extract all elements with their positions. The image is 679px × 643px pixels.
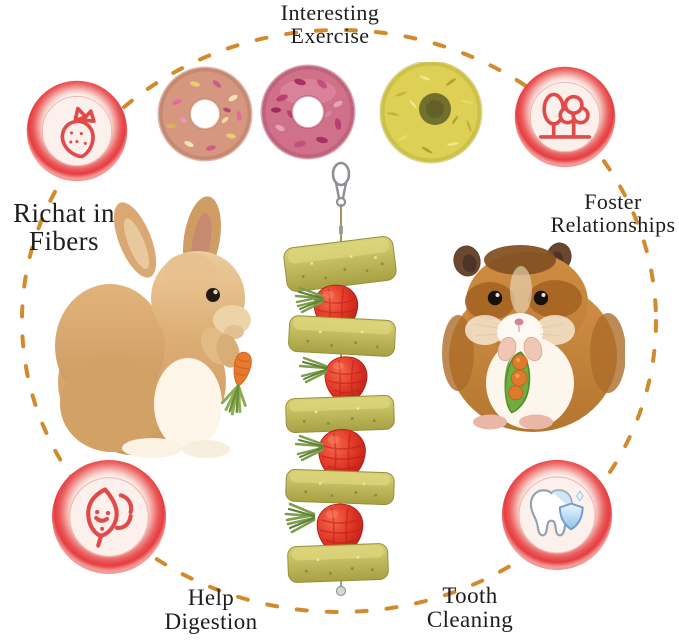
grass-cake bbox=[285, 468, 395, 506]
label-line: Relationships bbox=[550, 212, 676, 238]
hamster-whisker-pad-left bbox=[465, 315, 505, 345]
label-line: Help bbox=[187, 585, 235, 610]
label-line: Cleaning bbox=[426, 607, 514, 633]
rabbit-haunch bbox=[60, 356, 164, 452]
hamster-face-stripe bbox=[510, 266, 532, 314]
bottom-bead bbox=[335, 581, 347, 597]
raffia-tassel bbox=[284, 502, 316, 534]
rabbit-with-carrot-chew bbox=[55, 196, 252, 458]
grass-cake bbox=[288, 315, 396, 357]
rabbit-forehead bbox=[164, 253, 216, 289]
raffia-tassel bbox=[298, 356, 328, 384]
strawberry-icon bbox=[60, 106, 96, 159]
label-line: Richat in bbox=[13, 198, 115, 228]
hamster-whiskers bbox=[473, 323, 565, 337]
hamster-cheek-patch-right bbox=[528, 280, 582, 318]
label-line: Digestion bbox=[164, 609, 258, 635]
carrot-tassel bbox=[220, 384, 247, 416]
feature-badge-fibers bbox=[26, 80, 128, 182]
label-line: Fibers bbox=[29, 226, 99, 257]
feature-label-tooth-cleaning: Tooth Cleaning bbox=[405, 583, 535, 633]
hamster-feet bbox=[473, 414, 553, 430]
hanging-hook bbox=[331, 161, 351, 234]
hamster-nose bbox=[514, 318, 524, 326]
label-line: Foster bbox=[584, 189, 642, 214]
rose-flecks bbox=[271, 78, 343, 148]
trees-icon bbox=[538, 92, 592, 139]
hamster-eyes bbox=[487, 290, 549, 306]
feature-label-rich-in-fibers: Richat in Fibers bbox=[0, 199, 130, 256]
grass-cake bbox=[287, 543, 389, 583]
label-line: Interesting bbox=[280, 0, 380, 25]
donut-treat-rose bbox=[260, 64, 356, 160]
label-line: Tooth bbox=[442, 583, 498, 608]
hamster-crown-patch bbox=[484, 245, 556, 275]
leaf-smile-icon bbox=[86, 487, 134, 548]
label-line: Exercise bbox=[290, 23, 370, 49]
grass-cake bbox=[285, 394, 395, 434]
feature-label-foster-relationships: Foster Relationships bbox=[547, 190, 679, 236]
rabbit-feet bbox=[122, 438, 230, 458]
rabbit-eye bbox=[206, 288, 220, 302]
strawberry-chew bbox=[324, 356, 368, 406]
rabbit-paws bbox=[200, 327, 240, 368]
hamster-side-fur-right bbox=[590, 313, 625, 393]
donut-treat-grass bbox=[379, 62, 483, 164]
hamster-with-pea-pod-treat bbox=[442, 242, 625, 432]
feature-label-interesting-exercise: Interesting Exercise bbox=[250, 1, 410, 47]
hamster-paws bbox=[497, 336, 543, 362]
rabbit-belly bbox=[154, 358, 222, 450]
feature-badge-digestion bbox=[51, 459, 167, 575]
rabbit-eye-glint bbox=[213, 289, 218, 295]
hay-flecks bbox=[387, 75, 473, 154]
feature-badge-relationships bbox=[514, 66, 616, 168]
feature-badge-tooth-cleaning bbox=[501, 459, 613, 571]
raffia-tassel bbox=[294, 286, 324, 314]
feature-label-help-digestion: Help Digestion bbox=[146, 585, 276, 635]
hanging-chew-toy bbox=[283, 161, 397, 597]
donut-treat-floral bbox=[157, 66, 253, 162]
pea-pod-balls bbox=[508, 354, 528, 401]
carrot-chew-toy bbox=[220, 351, 252, 416]
petal-flecks bbox=[166, 80, 242, 151]
raffia-tassel bbox=[294, 434, 324, 462]
donut-treat-row bbox=[157, 62, 483, 164]
hamster-whisker-pad-right bbox=[535, 315, 575, 345]
grass-cake bbox=[283, 236, 397, 292]
pea-pod-treat bbox=[504, 351, 531, 414]
tooth-shield-icon bbox=[529, 489, 584, 537]
